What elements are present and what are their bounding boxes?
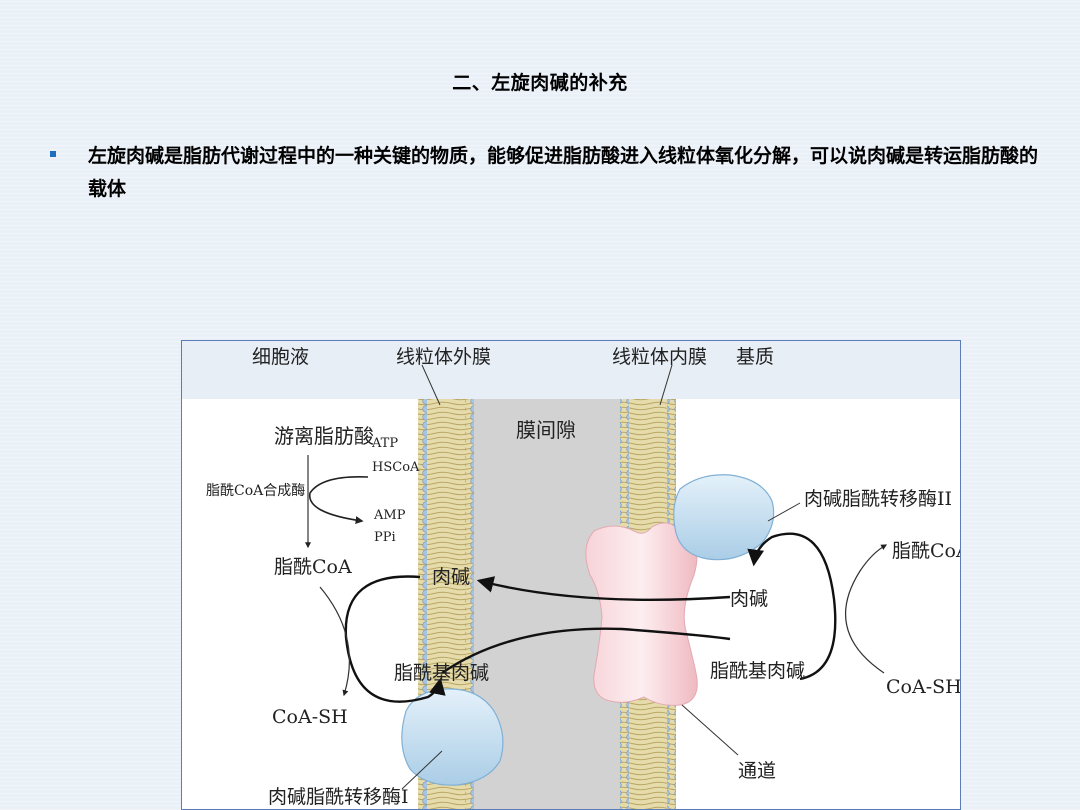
carnitine-inner-label: 肉碱: [730, 588, 768, 610]
cpt1-enzyme: [402, 689, 503, 785]
cytosol-label: 细胞液: [252, 346, 309, 368]
coa-sh-right-label: CoA-SH: [886, 676, 961, 698]
acyl-coa-left-label: 脂酰CoA: [274, 556, 352, 578]
cpt1-label: 肉碱脂酰转移酶I: [268, 786, 409, 808]
square-bullet-icon: [50, 151, 56, 157]
hscoa-label: HSCoA: [372, 460, 420, 475]
ppi-label: PPi: [374, 530, 396, 545]
carnitine-outer-label: 肉碱: [432, 566, 470, 588]
amp-label: AMP: [373, 508, 406, 523]
intermembrane-label: 膜间隙: [516, 418, 576, 442]
matrix-label: 基质: [736, 346, 774, 368]
acyl-coa-right-label: 脂酰CoA: [892, 540, 961, 562]
bullet-marker: [48, 147, 58, 157]
inner-membrane-label: 线粒体内膜: [612, 346, 707, 368]
bullet-text: 左旋肉碱是脂肪代谢过程中的一种关键的物质，能够促进脂肪酸进入线粒体氧化分解，可以…: [88, 140, 1038, 206]
acyl-carnitine-inner-label: 脂酰基肉碱: [710, 660, 805, 682]
coa-sh-left-label: CoA-SH: [272, 706, 348, 728]
channel-protein: [586, 523, 697, 706]
slide-title: 二、左旋肉碱的补充: [0, 68, 1080, 95]
free-fatty-acid-label: 游离脂肪酸: [274, 424, 374, 448]
carnitine-shuttle-diagram: 细胞液 线粒体外膜 线粒体内膜 基质 膜间隙 游离脂肪酸 ATP HSCoA 脂…: [181, 340, 961, 810]
acyl-carnitine-outer-label: 脂酰基肉碱: [394, 662, 489, 684]
outer-membrane-label: 线粒体外膜: [396, 346, 491, 368]
channel-label: 通道: [738, 760, 776, 782]
atp-label: ATP: [371, 436, 398, 451]
cpt2-label: 肉碱脂酰转移酶II: [804, 488, 952, 510]
synthetase-label: 脂酰CoA合成酶: [206, 483, 305, 499]
